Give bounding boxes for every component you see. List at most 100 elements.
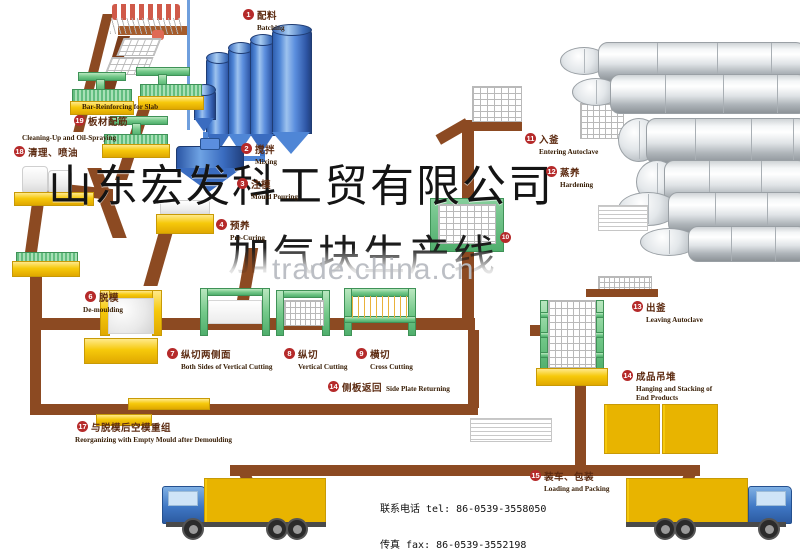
autoclave-tube <box>688 226 800 262</box>
flow-path-segment <box>143 226 175 286</box>
truck-chassis <box>626 522 786 527</box>
step-badge: 14 <box>328 381 339 392</box>
step-label-en: Reorganizing with Empty Mould after Demo… <box>75 436 232 444</box>
tilting-grid-panel <box>438 204 496 244</box>
mould-platform <box>138 96 204 110</box>
step-label-cn: 清理、喷油 <box>28 147 79 159</box>
packed-product-block <box>604 404 660 454</box>
step-badge: 17 <box>77 421 88 432</box>
oil-tank <box>22 166 48 194</box>
step-label-cn: 出釜 <box>646 303 667 314</box>
step-label-cn: 成品吊堆 <box>636 372 677 383</box>
packed-product-block <box>662 404 718 454</box>
step-label-en: Entering Autoclave <box>539 148 599 156</box>
step-label-cn: 纵切 <box>298 350 319 361</box>
step-badge: 3 <box>237 178 248 189</box>
cutter-post <box>344 288 352 336</box>
oil-tank <box>48 170 72 194</box>
step-label-cn: 蒸养 <box>560 168 581 179</box>
truck-wheel <box>182 518 204 540</box>
contact-tel: 联系电话 tel: 86-0539-3558050 <box>380 504 547 515</box>
step-badge: 10 <box>500 232 511 243</box>
cutter-post <box>262 288 270 336</box>
silo-cap <box>272 24 312 36</box>
step-label-cn: 横切 <box>370 350 391 361</box>
mixer-cone <box>176 168 242 192</box>
flow-path-segment <box>30 330 41 408</box>
step-badge: 18 <box>14 145 25 157</box>
step-label-en: Mould Pouring <box>251 193 298 201</box>
stacked-product <box>548 300 596 368</box>
step-label-en: Both Sides of Vertical Cutting <box>181 363 273 371</box>
step-badge: 13 <box>632 301 643 312</box>
truck-window <box>756 491 786 506</box>
cleaning-platform <box>14 192 94 206</box>
step-label-en: Loading and Packing <box>544 485 610 493</box>
watermark-subtitle: 加气块生产线 <box>228 231 499 280</box>
watermark-site-url: trade.china.cn <box>272 253 475 286</box>
step-label-en: Vertical Cutting <box>298 363 348 371</box>
silo <box>250 34 276 136</box>
truck-window <box>168 491 198 506</box>
side-plate-returning-pallet <box>96 414 152 426</box>
step-badge: 7 <box>167 348 178 359</box>
truck-cargo-box <box>626 478 748 524</box>
entering-autoclave-grid <box>472 86 522 122</box>
step-label-cn: 入釜 <box>539 135 560 146</box>
step-badge: 9 <box>356 348 367 359</box>
stacking-base <box>536 368 608 386</box>
side-plate-returning-pallet <box>128 398 210 410</box>
step-label-10: 10 <box>500 228 514 246</box>
step-label-cn: 与脱模后空模重组 <box>91 423 172 434</box>
watermark-company-name: 山东宏发科工贸有限公司 <box>48 161 554 212</box>
plant-column <box>187 0 190 130</box>
step-label-cn: 配料 <box>257 11 278 22</box>
cutter-post <box>200 288 208 336</box>
step-label-cn: 搅拌 <box>255 145 276 156</box>
step-label-en: Cross Cutting <box>370 363 413 371</box>
mould-platform <box>70 101 134 115</box>
step-label-en: Hanging and Stacking of <box>636 385 713 393</box>
cutter-post <box>276 290 284 336</box>
flow-path-segment <box>462 120 522 131</box>
step-label-en: Leaving Autoclave <box>646 316 703 324</box>
step-label-en: Hardening <box>560 181 594 189</box>
step-badge: 15 <box>530 470 541 481</box>
step-badge: 14 <box>622 370 633 381</box>
step-badge: 12 <box>546 166 557 177</box>
silo <box>228 42 254 136</box>
delivery-truck-left <box>160 472 340 540</box>
step-label-cn: 脱模 <box>99 293 120 304</box>
step-badge: 6 <box>85 291 96 302</box>
cut-block <box>208 300 262 324</box>
flow-path-segment <box>468 330 479 408</box>
cutter-post <box>408 288 416 336</box>
step-label-en: Cleaning-Up and Oil-Spraying <box>22 134 117 142</box>
truck-chassis <box>166 522 326 527</box>
step-label-cn: 装车、包装 <box>544 472 595 483</box>
step-label-en: Side Plate Returning <box>386 385 450 393</box>
mould-platform <box>102 144 170 158</box>
delivery-truck-right <box>616 472 796 540</box>
cutter-frame-top <box>200 288 270 296</box>
rebar-strands <box>110 18 182 34</box>
step-badge: 8 <box>284 348 295 359</box>
step-label-en: De-moulding <box>83 306 123 314</box>
flow-path-bottom <box>230 465 700 476</box>
silo-cone <box>194 118 214 132</box>
aac-cake <box>108 298 154 334</box>
